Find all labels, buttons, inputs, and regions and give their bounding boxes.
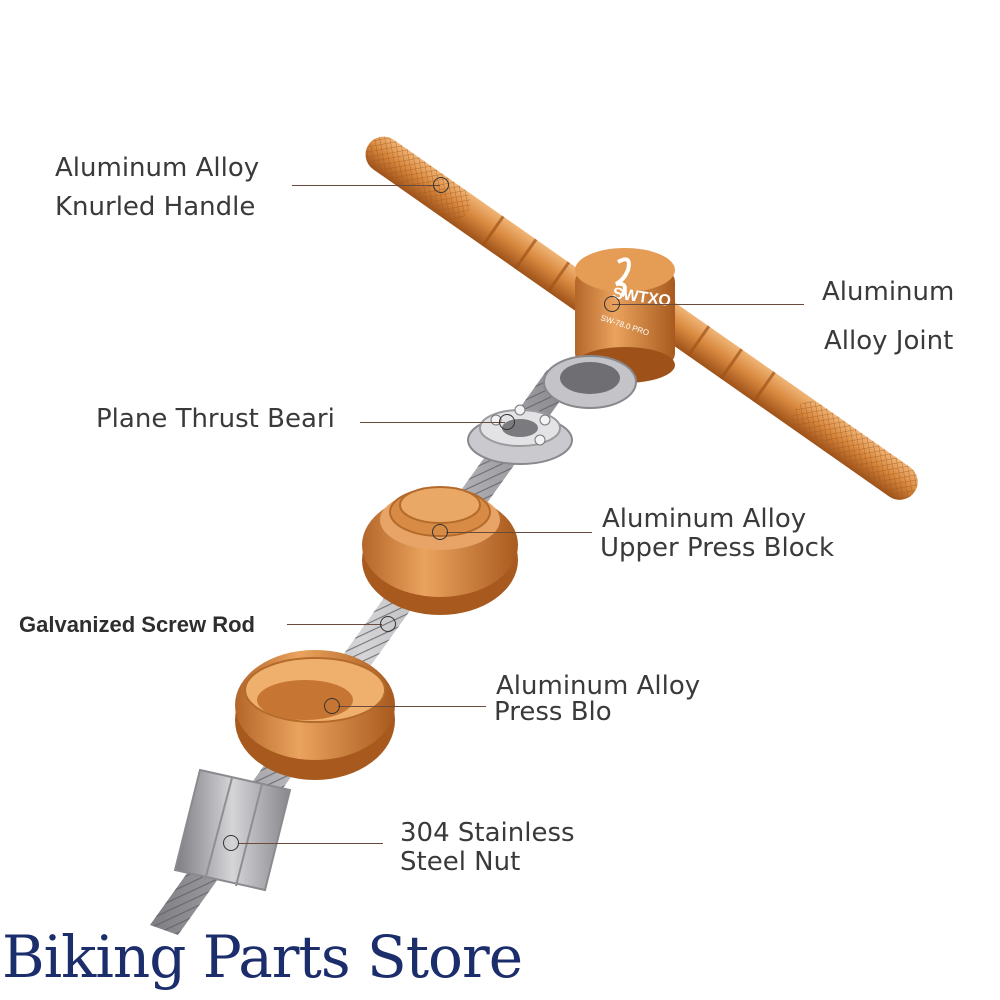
handle-right-arm — [636, 292, 918, 500]
alloy-joint: SWTXO SW-78.0 PRO — [543, 248, 675, 409]
label-thrust-bearing: Plane Thrust Beari — [96, 403, 335, 436]
label-steel-nut: 304 Stainless Steel Nut — [400, 818, 575, 878]
thrust-bearing — [467, 404, 573, 465]
label-line: Aluminum Alloy — [602, 504, 807, 534]
label-line: Plane Thrust Beari — [96, 404, 335, 434]
label-line: Press Blo — [494, 697, 612, 727]
label-line: Aluminum Alloy — [55, 153, 260, 183]
label-line: Steel Nut — [400, 847, 521, 878]
leader-joint — [612, 304, 804, 305]
steel-nut — [173, 768, 292, 892]
label-line: Knurled Handle — [55, 191, 256, 222]
label-knurled-handle: Aluminum Alloy Knurled Handle — [55, 152, 259, 223]
marker-joint — [604, 296, 620, 312]
label-press-block: Aluminum Alloy Press Blo — [494, 671, 701, 727]
label-line: Galvanized Screw Rod — [19, 612, 255, 637]
leader-bearing — [360, 422, 505, 423]
marker-screw-rod — [380, 616, 396, 632]
marker-nut — [223, 835, 239, 851]
label-upper-press-block: Aluminum Alloy Upper Press Block — [600, 504, 834, 563]
label-screw-rod: Galvanized Screw Rod — [19, 611, 255, 639]
marker-bearing — [499, 414, 515, 430]
leader-nut — [238, 843, 383, 844]
leader-screw-rod — [287, 624, 382, 625]
label-line: Aluminum Alloy — [496, 671, 701, 701]
upper-press-block — [362, 486, 518, 615]
label-line: Alloy Joint — [824, 325, 954, 356]
lower-press-block — [235, 650, 395, 780]
leader-upper-block — [446, 532, 592, 533]
label-line: Aluminum — [822, 277, 955, 307]
label-line: Upper Press Block — [600, 532, 834, 563]
label-alloy-joint: Aluminum Alloy Joint — [822, 276, 954, 357]
leader-handle — [292, 185, 440, 186]
marker-handle — [433, 177, 449, 193]
marker-press-block — [324, 698, 340, 714]
leader-press-block — [338, 706, 486, 707]
marker-upper-block — [432, 524, 448, 540]
store-watermark: Biking Parts Store — [2, 923, 523, 991]
label-line: 304 Stainless — [400, 818, 575, 848]
